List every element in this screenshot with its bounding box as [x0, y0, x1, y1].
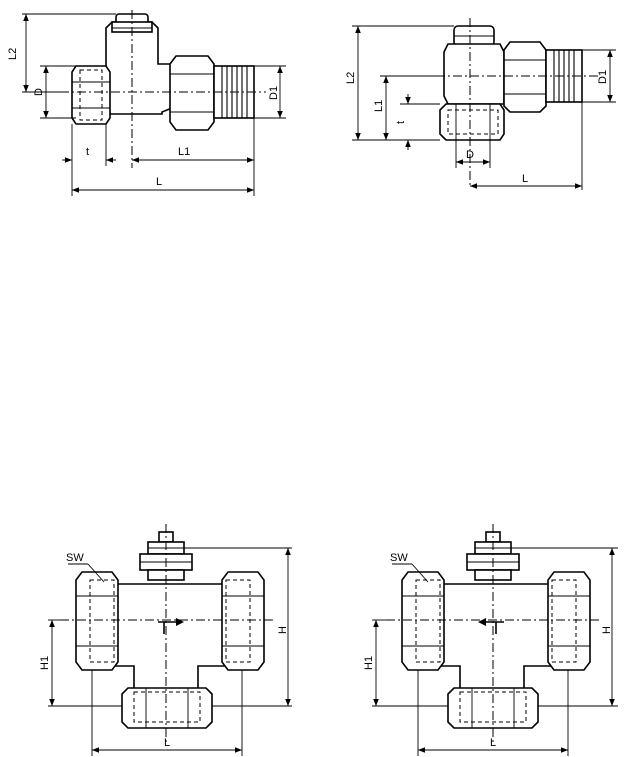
- dim-label-L: L: [522, 173, 528, 185]
- dim-label-L1: L1: [373, 100, 385, 112]
- dim-label-D: D: [466, 149, 474, 161]
- dim-label-t: t: [86, 146, 89, 158]
- straight-valve-drawing: L2 D D1 t L1 L: [7, 10, 286, 196]
- dim-label-H1: H1: [363, 656, 375, 670]
- dim-label-L: L: [156, 176, 162, 188]
- three-way-valve-right-drawing: SW H H1 L: [363, 524, 618, 756]
- dim-label-L1: L1: [178, 146, 190, 158]
- dim-label-L2: L2: [7, 48, 19, 60]
- dim-label-L2: L2: [345, 72, 357, 84]
- dim-label-H1: H1: [39, 656, 51, 670]
- dim-label-SW: SW: [390, 552, 408, 564]
- dim-label-D: D: [33, 88, 45, 96]
- dim-label-D1: D1: [268, 86, 280, 100]
- dim-label-D1: D1: [597, 70, 609, 84]
- dim-label-H: H: [601, 626, 613, 634]
- dim-label-SW: SW: [66, 552, 84, 564]
- dim-label-t: t: [395, 121, 407, 124]
- angle-valve-drawing: L2 L1 t D D1 L: [345, 18, 616, 190]
- three-way-valve-left-drawing: SW H H1 L: [39, 524, 292, 756]
- dim-label-L: L: [490, 737, 496, 749]
- dim-label-L: L: [164, 737, 170, 749]
- dim-label-H: H: [277, 626, 289, 634]
